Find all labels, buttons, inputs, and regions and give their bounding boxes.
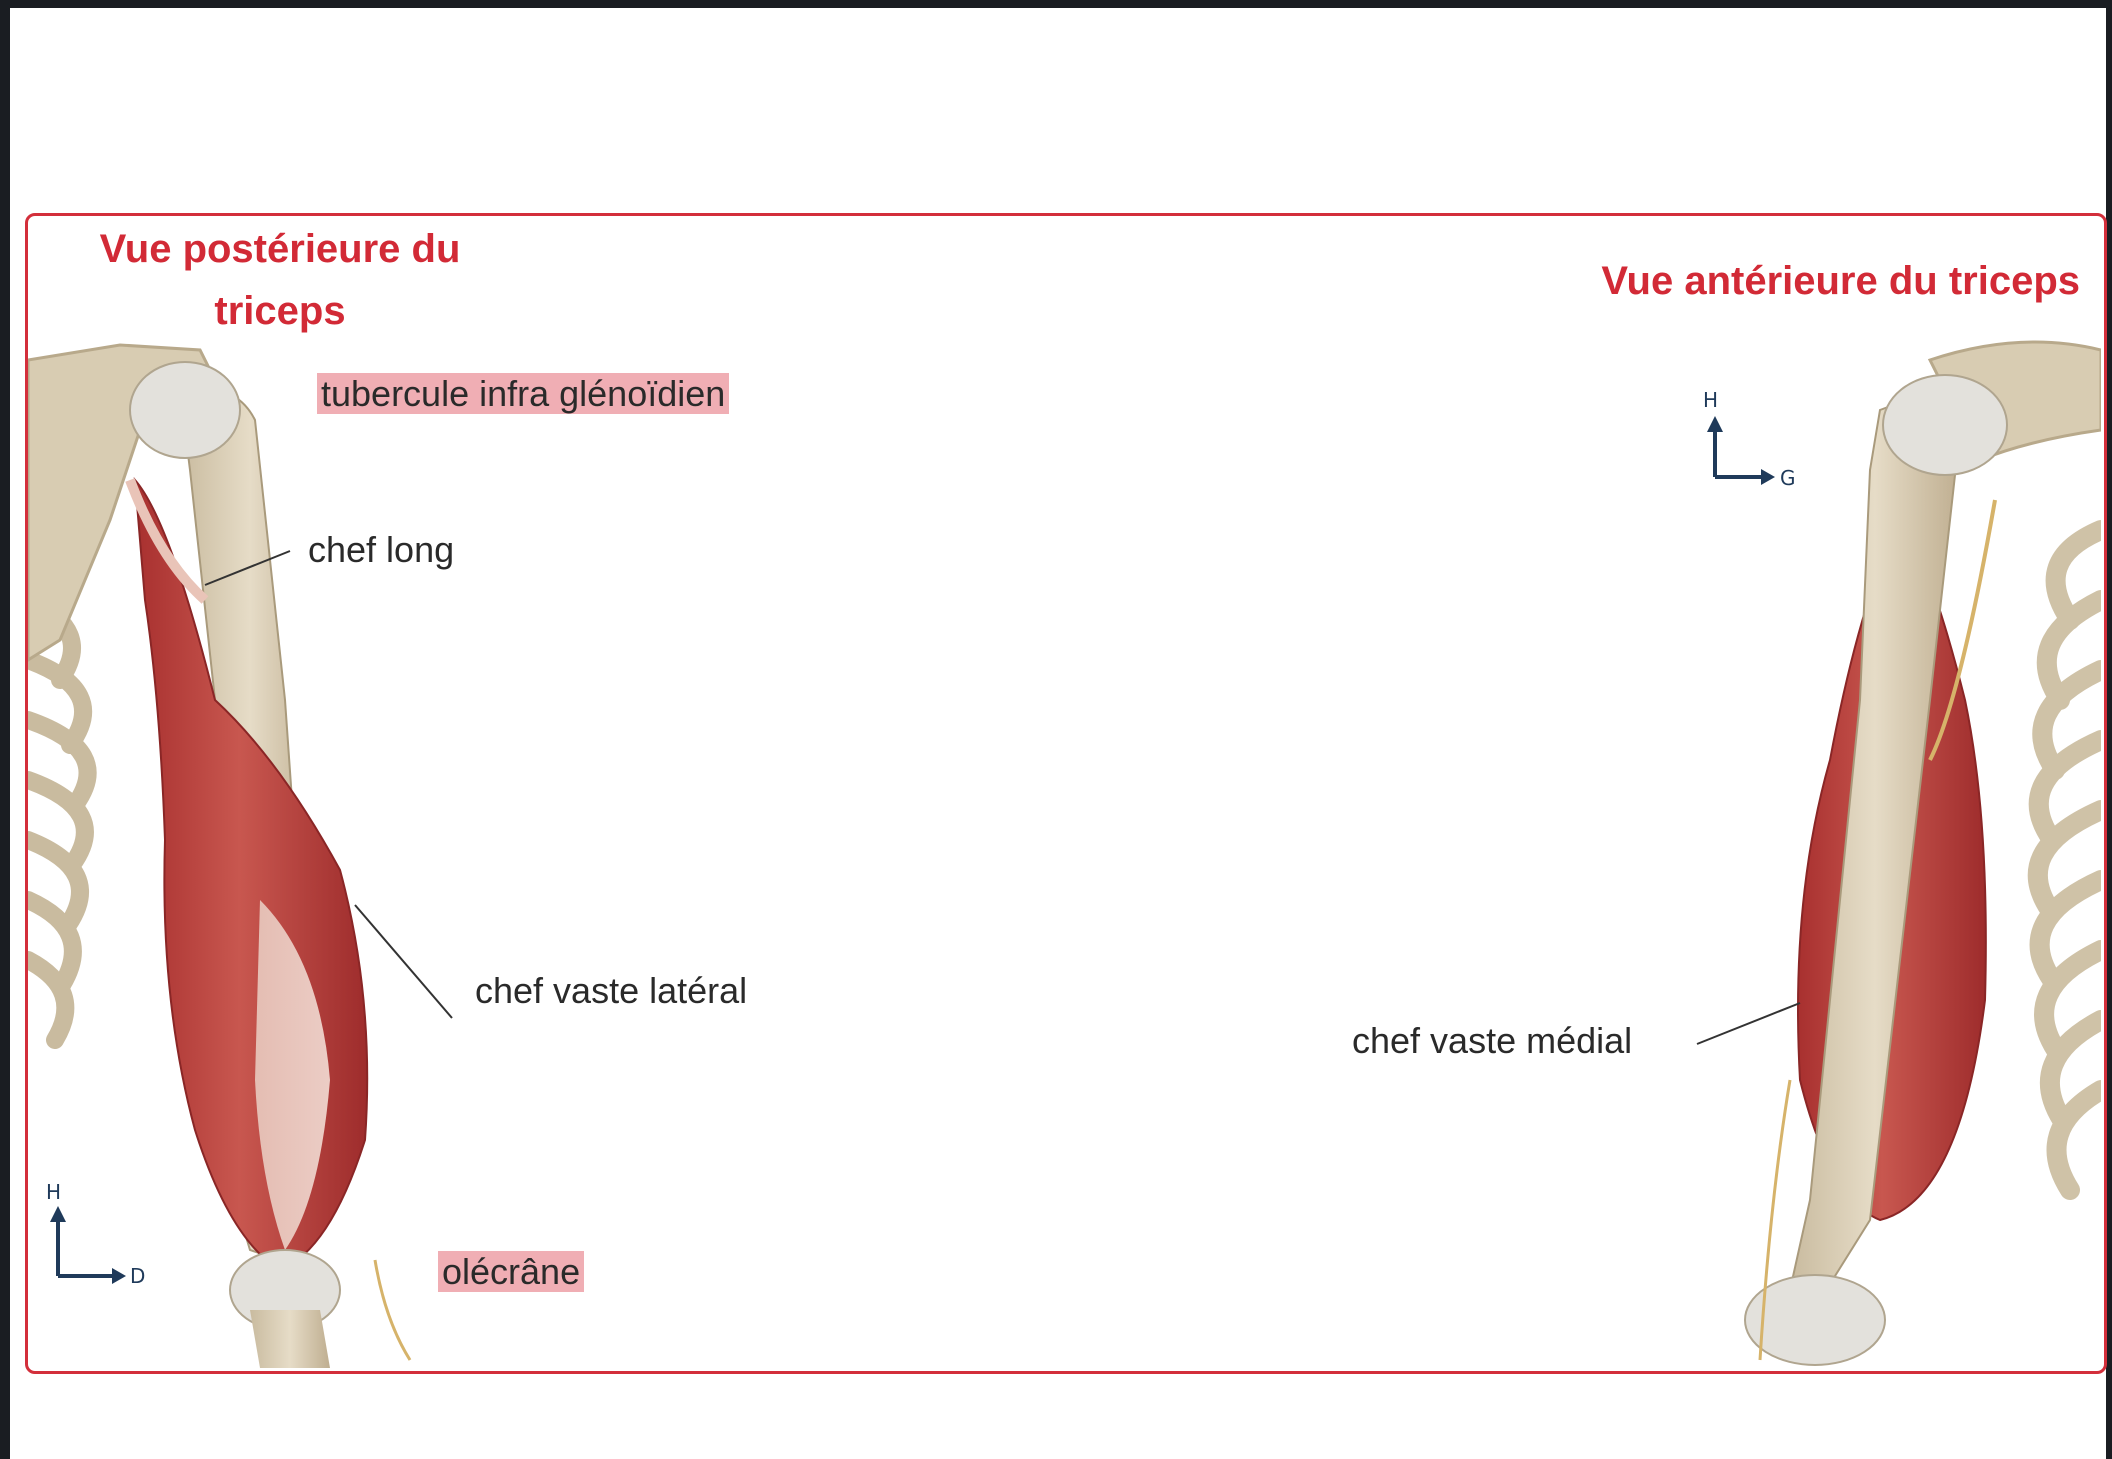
orientation-axis-left	[50, 1206, 126, 1284]
axis-right-right-letter: G	[1780, 466, 1796, 490]
ribcage-left	[28, 591, 97, 1049]
title-posterior-view: Vue postérieure du triceps	[99, 227, 461, 333]
label-tubercule-infra-glenoidien: tubercule infra glénoïdien	[317, 371, 730, 417]
humeral-head	[129, 361, 241, 459]
label-chef-vaste-lateral: chef vaste latéral	[475, 970, 748, 1011]
axis-left-up-letter: H	[46, 1180, 62, 1204]
title-anterior-view: Vue antérieure du triceps	[1601, 259, 2080, 303]
axis-left-right-letter: D	[130, 1264, 146, 1288]
nerve-left	[373, 1259, 412, 1361]
anterior-view-illustration	[1696, 340, 2101, 1366]
forearm-posterior	[250, 1310, 330, 1368]
posterior-view-illustration	[28, 343, 453, 1368]
nerve-right	[1928, 499, 1997, 761]
long-head-tendon	[125, 478, 209, 604]
triceps-tendon	[255, 900, 330, 1250]
label-olecrane: olécrâne	[438, 1249, 585, 1295]
nerve-right-lower	[1758, 1079, 1792, 1361]
leader-chef-long	[204, 550, 291, 586]
ribcage-right	[2027, 520, 2101, 1200]
elbow-anterior	[1744, 1274, 1886, 1366]
humeral-head-anterior	[1882, 374, 2008, 476]
label-chef-vaste-medial: chef vaste médial	[1352, 1020, 1633, 1061]
axis-right-up-letter: H	[1703, 388, 1719, 412]
label-chef-long: chef long	[308, 529, 455, 570]
orientation-axis-right	[1707, 416, 1775, 485]
leader-chef-vaste-medial	[1696, 1002, 1801, 1045]
leader-chef-vaste-lateral	[354, 904, 453, 1019]
